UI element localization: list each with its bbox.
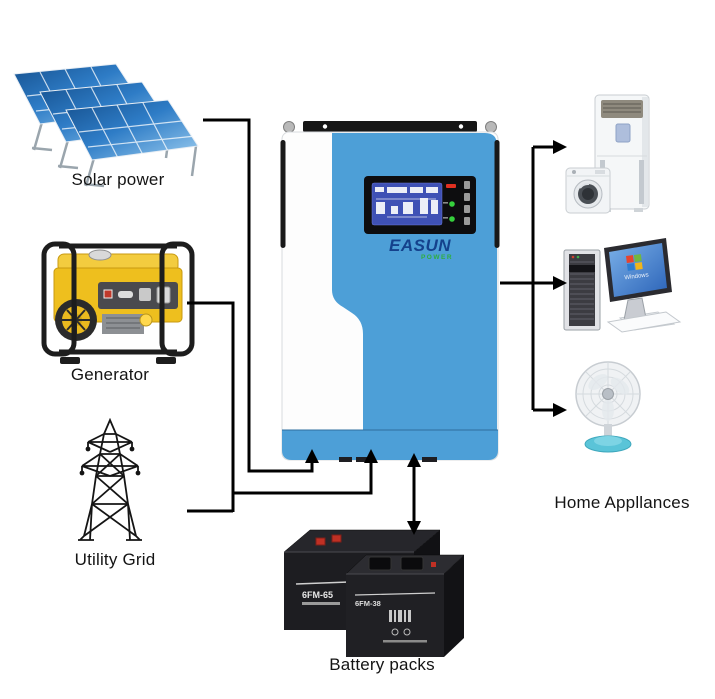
table-fan-icon xyxy=(575,361,641,453)
brand-logo: EASUN xyxy=(389,236,451,255)
svg-text:Windows: Windows xyxy=(624,272,649,281)
arrowhead-fan xyxy=(553,403,567,417)
solar-label: Solar power xyxy=(71,170,165,189)
arrowhead-ac xyxy=(553,140,567,154)
mount-screw-left xyxy=(283,121,295,133)
inverter-unit: EASUN POWER xyxy=(280,121,500,462)
status-led-green-1 xyxy=(449,201,455,207)
washing-machine-icon xyxy=(565,167,611,214)
utility-label: Utility Grid xyxy=(74,550,156,569)
status-led-green-2 xyxy=(449,216,455,222)
windows-logo: Windows xyxy=(624,254,649,281)
mount-screw-right xyxy=(485,121,497,133)
generator-icon xyxy=(41,241,195,364)
inverter-to-appliances-lines xyxy=(500,145,555,412)
appliances-label: Home Appllances xyxy=(554,493,690,512)
display-buttons xyxy=(464,181,470,225)
battery-large-label: 6FM-65 xyxy=(302,590,333,600)
inverter-display xyxy=(364,176,476,234)
mount-bracket xyxy=(303,121,477,132)
battery-label: Battery packs xyxy=(329,655,435,674)
utility-tower-icon xyxy=(78,418,142,541)
desktop-computer-icon: Windows xyxy=(563,238,682,333)
battery-small-icon: 6FM-38 xyxy=(345,554,465,657)
generator-label: Generator xyxy=(70,365,150,384)
brand-logo-sub: POWER xyxy=(421,254,453,261)
battery-small-label: 6FM-38 xyxy=(355,599,381,608)
status-led-red xyxy=(446,184,456,188)
